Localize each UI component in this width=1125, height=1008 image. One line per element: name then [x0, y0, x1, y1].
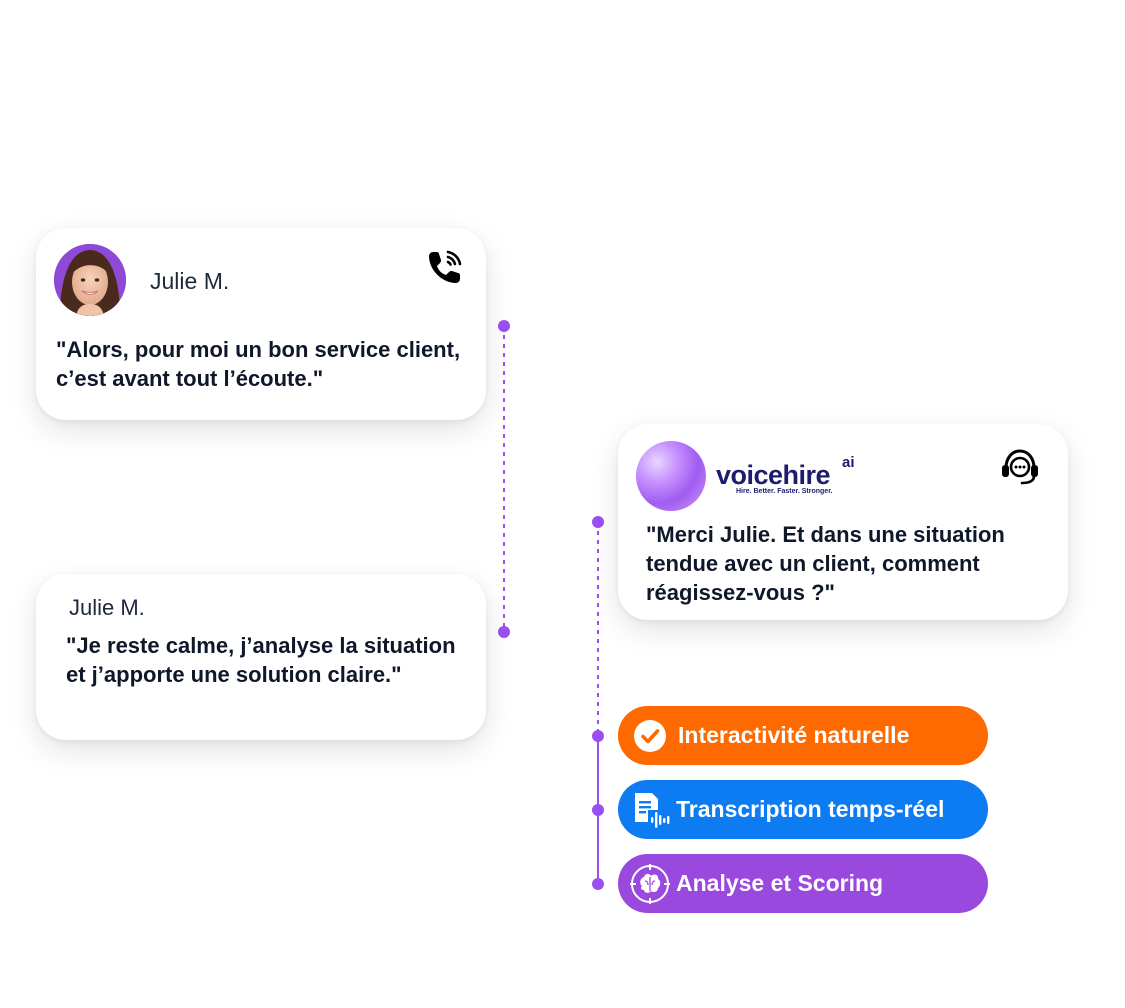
candidate-quote: "Je reste calme, j’analyse la situation …	[66, 633, 456, 687]
candidate-name: Julie M.	[150, 268, 230, 294]
brain-target-icon	[630, 863, 670, 904]
connector-dot	[592, 804, 604, 816]
candidate-message-card: Julie M. "Je reste calme, j’analyse la s…	[36, 574, 486, 740]
candidate-message-card: Julie M. "Alors, pour moi un bon service…	[36, 228, 486, 420]
phone-call-icon	[426, 248, 464, 286]
feature-pill-analysis: Analyse et Scoring	[618, 854, 988, 913]
voicehire-logo: voicehire ai Hire. Better. Faster. Stron…	[716, 454, 866, 500]
connector-dot	[498, 626, 510, 638]
agent-message-card: voicehire ai Hire. Better. Faster. Stron…	[618, 424, 1068, 620]
connector-dot	[498, 320, 510, 332]
candidate-avatar	[54, 244, 126, 316]
ai-orb	[636, 441, 706, 511]
candidate-name: Julie M.	[69, 595, 145, 620]
feature-pill-transcription: Transcription temps-réel	[618, 780, 988, 839]
logo-wordmark: voicehire	[716, 460, 831, 490]
connector-dot	[592, 730, 604, 742]
candidate-quote: "Alors, pour moi un bon service client, …	[56, 337, 461, 391]
feature-pill-interactivity: Interactivité naturelle	[618, 706, 988, 765]
transcript-waveform-icon	[630, 790, 670, 830]
logo-tagline: Hire. Better. Faster. Stronger.	[736, 488, 833, 495]
headset-chat-icon	[998, 444, 1042, 488]
check-circle-icon	[630, 716, 670, 756]
connector-dot	[592, 878, 604, 890]
candidate-avatar-illustration	[54, 244, 126, 316]
feature-label: Interactivité naturelle	[678, 722, 910, 748]
agent-quote: "Merci Julie. Et dans une situation tend…	[646, 522, 1005, 605]
feature-label: Analyse et Scoring	[676, 870, 884, 896]
feature-label: Transcription temps-réel	[676, 796, 945, 822]
connector-dot	[592, 516, 604, 528]
logo-ai-suffix: ai	[842, 454, 855, 471]
